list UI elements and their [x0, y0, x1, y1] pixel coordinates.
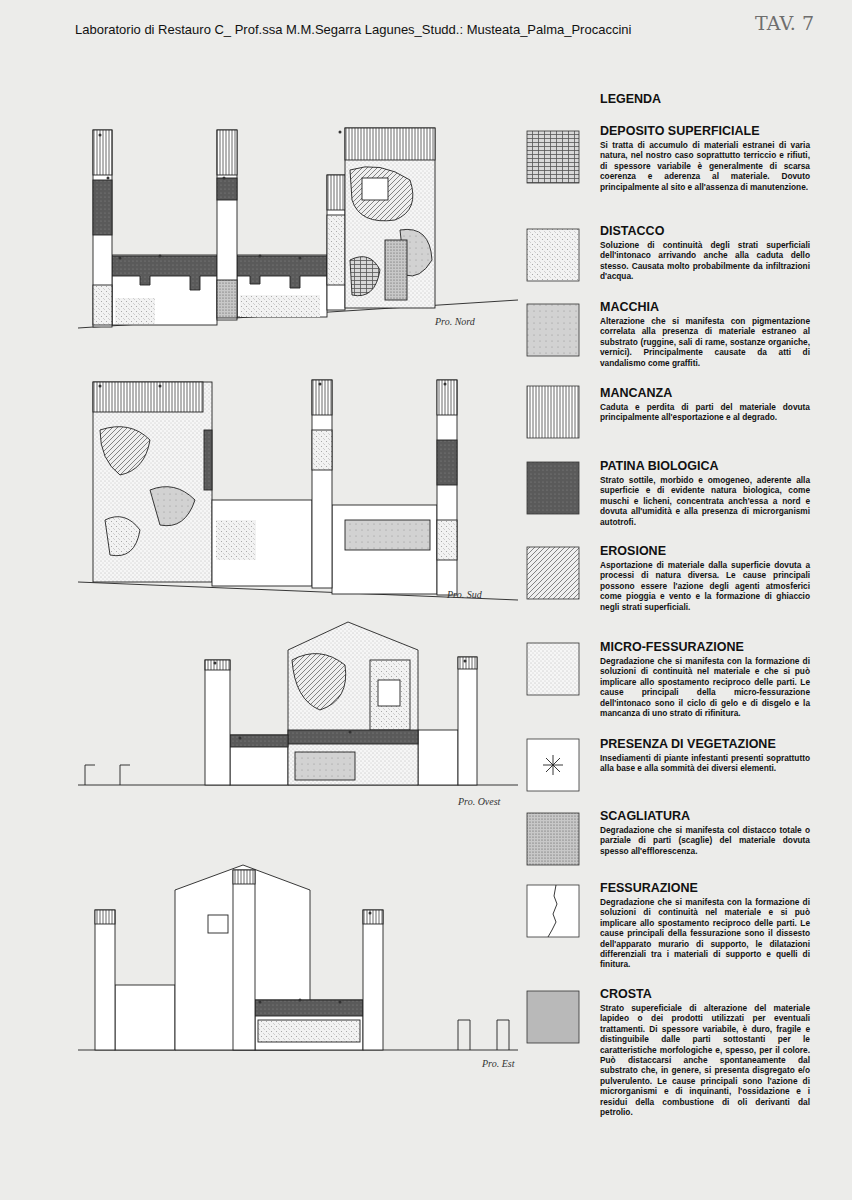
legend-term: MANCANZA: [600, 386, 672, 400]
legend-swatch: [526, 642, 580, 696]
legend-swatch: [526, 738, 580, 792]
sheet-title: Laboratorio di Restauro C_ Prof.ssa M.M.…: [75, 22, 631, 37]
legend-term: PATINA BIOLOGICA: [600, 459, 719, 473]
legend-heading: LEGENDA: [600, 92, 661, 106]
legend-description: Alterazione che si manifesta con pigment…: [600, 316, 810, 368]
legend-description: Strato supereficiale di alterazione del …: [600, 1003, 810, 1117]
legend-term: DISTACCO: [600, 224, 664, 238]
legend-swatch: [526, 461, 580, 515]
legend-swatch: [526, 385, 580, 439]
legend-swatch: [526, 303, 580, 357]
legend-description: Asportazione di materiale dalla superfic…: [600, 560, 810, 612]
legend-description: Si tratta di accumulo di materiali estra…: [600, 140, 810, 192]
elevation-label: Pro. Sud: [447, 589, 482, 600]
sheet-number: TAV. 7: [755, 12, 814, 34]
elevation-label: Pro. Est: [482, 1058, 514, 1069]
legend-swatch: [526, 228, 580, 282]
elevation-label: Pro. Ovest: [458, 796, 500, 807]
legend-description: Degradazione che si manifesta col distac…: [600, 825, 810, 856]
legend-swatch: [526, 546, 580, 600]
legend-term: FESSURAZIONE: [600, 881, 698, 895]
legend-term: SCAGLIATURA: [600, 809, 690, 823]
legend-description: Degradazione che si manifesta con la for…: [600, 656, 810, 718]
legend-swatch: [526, 812, 580, 866]
legend-description: Insediamenti di piante infestanti presen…: [600, 753, 810, 774]
legend-term: CROSTA: [600, 987, 652, 1001]
legend-swatch: [526, 990, 580, 1044]
legend-description: Caduta e perdita di parti del materiale …: [600, 402, 810, 423]
legend-description: Soluzione di continuità degli strati sup…: [600, 240, 810, 282]
legend-term: DEPOSITO SUPERFICIALE: [600, 124, 760, 138]
legend-swatch: [526, 130, 580, 184]
legend-description: Strato sottile, morbido e omogeneo, ader…: [600, 475, 810, 527]
legend-term: PRESENZA DI VEGETAZIONE: [600, 737, 776, 751]
legend-term: MICRO-FESSURAZIONE: [600, 640, 744, 654]
legend-term: MACCHIA: [600, 300, 659, 314]
elevation-label: Pro. Nord: [435, 316, 475, 327]
legend-term: EROSIONE: [600, 544, 666, 558]
legend-description: Degradazione che si manifesta con la for…: [600, 897, 810, 970]
legend-swatch: [526, 884, 580, 938]
